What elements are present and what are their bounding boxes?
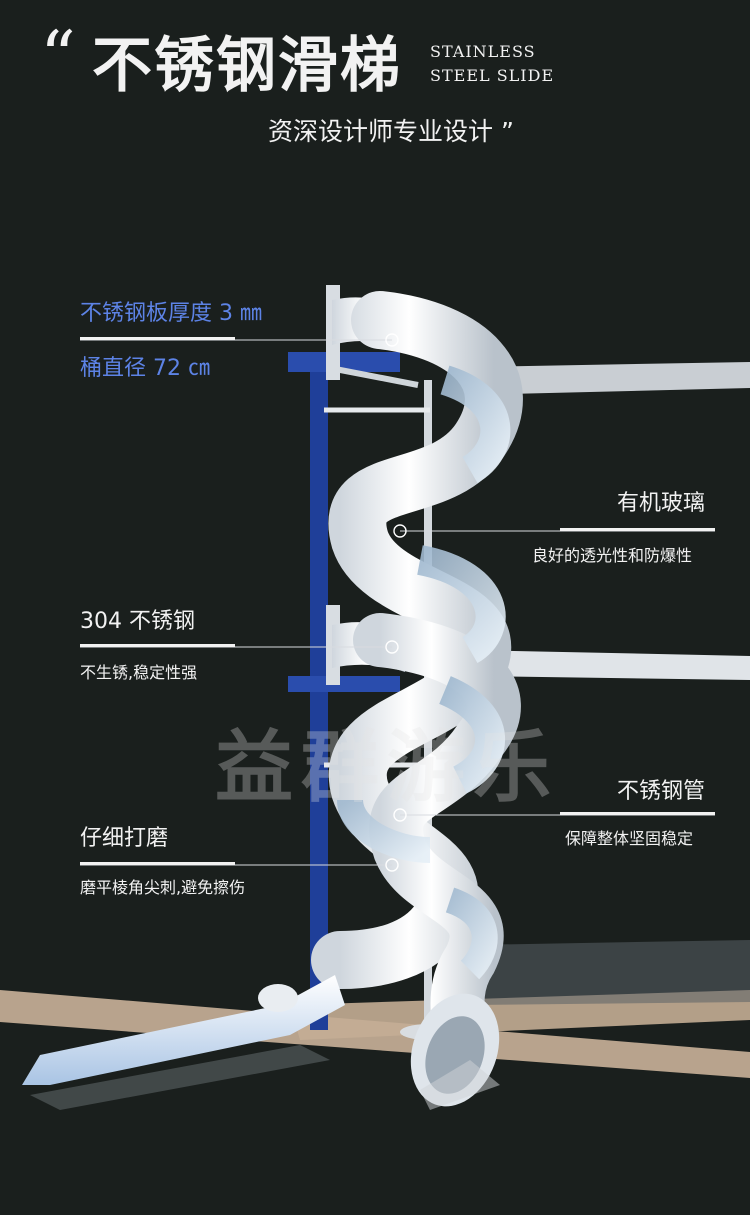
exit-chute-left-mouth: [258, 984, 298, 1012]
callout-polish-title: 仔细打磨: [80, 826, 169, 851]
callout-acrylic-desc: 良好的透光性和防爆性: [532, 546, 693, 565]
marker-polish: [385, 858, 399, 872]
subtitle: 资深设计师专业设计 ”: [268, 117, 514, 146]
floor-slab-right: [470, 940, 750, 1005]
callout-steel-title: 304 不锈钢: [80, 609, 195, 634]
callout-steel-desc: 不生锈,稳定性强: [80, 663, 198, 682]
frame-bracket-top: [288, 352, 400, 372]
marker-specs: [385, 333, 399, 347]
callout-pipe-underline: [560, 812, 715, 815]
callout-pipe-title: 不锈钢管: [617, 779, 706, 804]
frame-column: [310, 365, 328, 1030]
frame-bracket-mid: [288, 676, 400, 692]
chute-shadow: [30, 1045, 330, 1110]
exit-shadow: [420, 1060, 500, 1110]
watermark: 益群游乐: [215, 723, 560, 813]
quote-open-mark: “: [40, 16, 76, 98]
glass-window-3: [438, 676, 506, 794]
frame-brace: [329, 365, 419, 388]
marker-acrylic: [393, 524, 407, 538]
marker-pipe: [393, 808, 407, 822]
platform-top: [470, 362, 750, 395]
callout-acrylic-underline: [560, 528, 715, 531]
exit-chute-left: [22, 975, 345, 1085]
callout-pipe-desc: 保障整体坚固稳定: [565, 829, 694, 848]
callout-steel-underline: [80, 644, 235, 647]
callout-polish-underline: [80, 862, 235, 865]
spec-diameter: 桶直径 72 ㎝: [80, 356, 210, 381]
spec-underline: [80, 337, 235, 340]
glass-window-1: [439, 365, 511, 484]
spec-thickness: 不锈钢板厚度 3 ㎜: [80, 301, 262, 326]
title-en-line1: STAINLESS: [430, 42, 536, 61]
marker-steel: [385, 640, 399, 654]
glass-window-2: [416, 545, 506, 664]
callout-polish-desc: 磨平棱角尖刺,避免擦伤: [80, 878, 246, 897]
platform-middle: [470, 650, 750, 680]
callout-acrylic-title: 有机玻璃: [617, 491, 706, 516]
title-en-line2: STEEL SLIDE: [430, 66, 555, 85]
glass-window-5: [445, 887, 498, 980]
glass-window-4: [337, 798, 431, 863]
page-title: 不锈钢滑梯: [92, 31, 402, 101]
